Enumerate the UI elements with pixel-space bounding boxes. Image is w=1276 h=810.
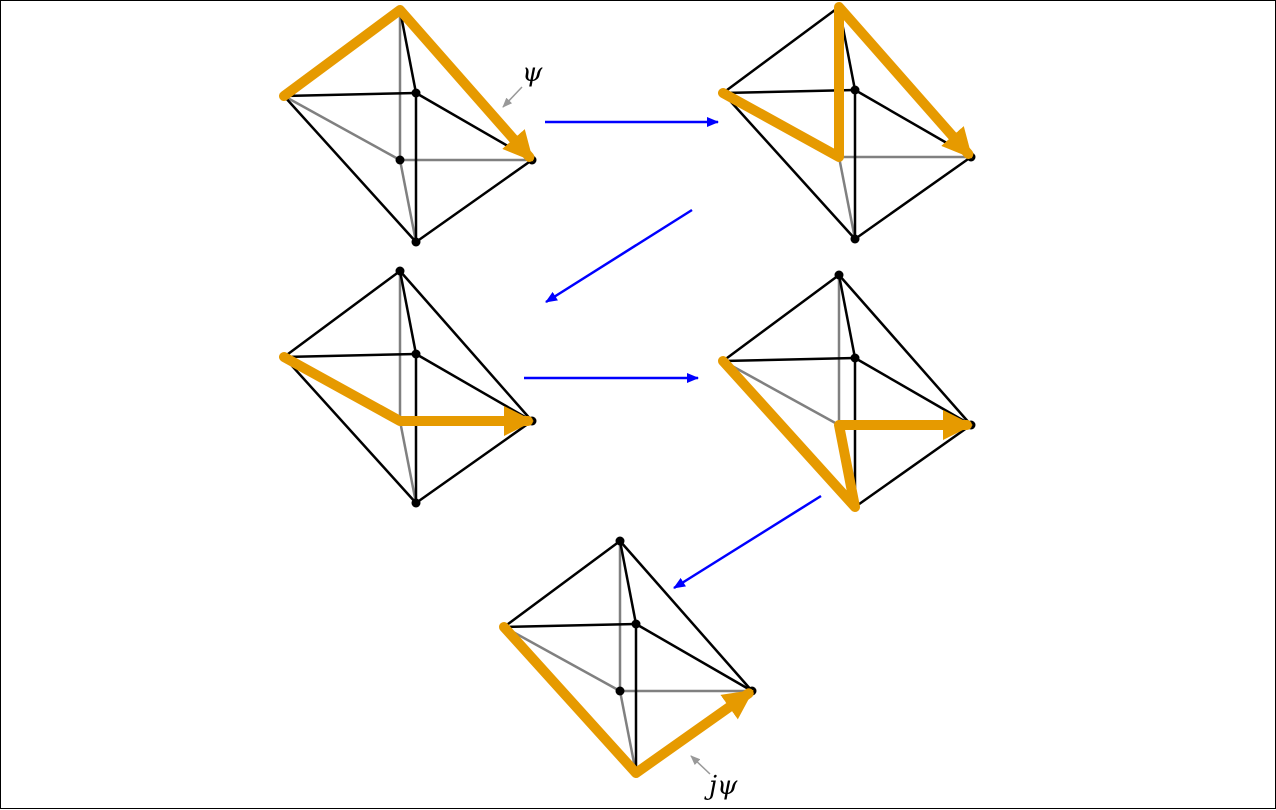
vertex-dot [395, 155, 405, 165]
visible-edge [503, 539, 621, 629]
visible-edge [283, 91, 417, 98]
visible-edge [854, 155, 972, 241]
hidden-edge [398, 420, 418, 504]
highlighted-path-arrow [718, 2, 974, 162]
visible-edge [283, 269, 401, 359]
visible-edge [837, 274, 857, 359]
transition-arrow [673, 494, 822, 590]
visible-edge [503, 622, 637, 629]
visible-edge [415, 158, 533, 244]
vertex-dot [850, 85, 860, 95]
hidden-edge [503, 625, 621, 693]
hidden-edge [618, 690, 638, 774]
vertex-dot [850, 234, 860, 244]
octahedron-figure-4 [718, 270, 976, 512]
octahedron-figure-1 [279, 5, 537, 247]
vertex-dot [834, 270, 844, 280]
vertex-dot [411, 88, 421, 98]
visible-edge [854, 423, 972, 509]
jpsi-label: jψ [704, 771, 738, 801]
octahedron-figure-5 [499, 536, 757, 778]
vertex-dot [411, 498, 421, 508]
highlighted-path-arrow [279, 5, 535, 162]
octahedron-figure-2 [718, 2, 976, 244]
visible-edge [415, 419, 533, 505]
vertex-dot [411, 349, 421, 359]
visible-edge [722, 88, 856, 95]
vertex-dot [615, 686, 625, 696]
highlighted-path-arrow [499, 622, 754, 778]
visible-edge [635, 622, 753, 693]
visible-edge [415, 352, 533, 423]
hidden-edge [283, 94, 401, 162]
visible-edge [854, 356, 972, 427]
psi-label: ψ [522, 58, 543, 88]
octahedron-figure-3 [279, 266, 537, 508]
visible-edge [415, 91, 533, 162]
visible-edge [838, 274, 972, 426]
jpsi-callout-arrow [690, 755, 711, 775]
visible-edge [283, 95, 417, 243]
transition-arrow [545, 208, 693, 304]
highlighted-path-arrow [279, 352, 534, 436]
visible-edge [722, 273, 840, 363]
visible-edge [854, 88, 972, 159]
highlighted-path-arrow [718, 356, 973, 512]
hidden-edge [722, 359, 840, 427]
visible-edge [398, 270, 418, 355]
visible-edge [722, 5, 840, 95]
visible-edge [398, 9, 418, 94]
visible-edge [618, 540, 638, 625]
vertex-dot [395, 266, 405, 276]
visible-edge [619, 540, 753, 692]
vertex-dot [615, 536, 625, 546]
visible-edge [283, 352, 417, 359]
visible-edge [283, 356, 417, 504]
visible-edge [722, 92, 856, 240]
visible-edge [722, 356, 856, 363]
hidden-edge [837, 156, 857, 240]
vertex-dot [631, 619, 641, 629]
psi-callout-arrow [502, 86, 523, 108]
visible-edge [399, 270, 533, 422]
hidden-edge [398, 159, 418, 243]
vertex-dot [411, 237, 421, 247]
vertex-dot [850, 353, 860, 363]
